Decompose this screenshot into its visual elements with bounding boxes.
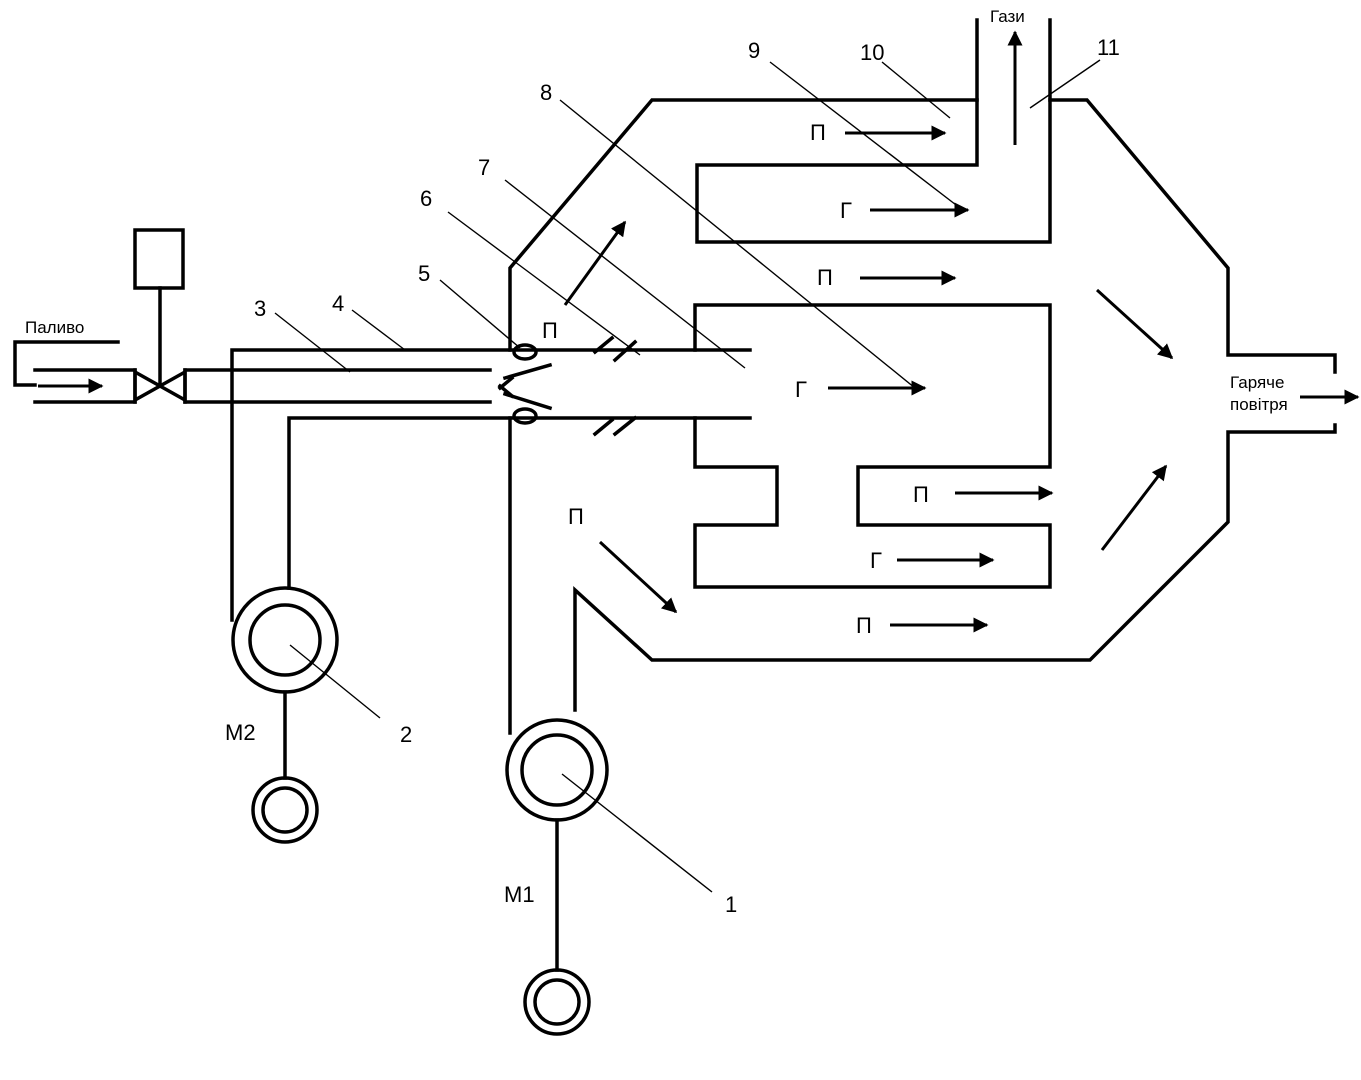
label-hot-air: Гаряче bbox=[1230, 373, 1285, 392]
callout-8: 8 bbox=[540, 80, 552, 105]
air-flow-letter: П bbox=[913, 482, 929, 507]
fuel-inlet bbox=[13, 340, 137, 404]
callout-9: 9 bbox=[748, 38, 760, 63]
air-supply-duct bbox=[183, 335, 752, 622]
combustion-chamber bbox=[693, 303, 1052, 589]
gas-flow-letter: Г bbox=[795, 377, 807, 402]
callout-3: 3 bbox=[254, 296, 266, 321]
fan-2 bbox=[231, 586, 339, 780]
air-flow-letter: П bbox=[856, 613, 872, 638]
air-flow-letter: П bbox=[810, 120, 826, 145]
label-fuel: Паливо bbox=[25, 318, 84, 337]
callout-5: 5 bbox=[418, 261, 430, 286]
gas-flow-letter: Г bbox=[840, 198, 852, 223]
callout-7: 7 bbox=[478, 155, 490, 180]
fan-1 bbox=[505, 718, 609, 972]
air-flow-letter: П bbox=[542, 318, 558, 343]
motor-2 bbox=[251, 776, 319, 844]
air-flow-letter: П bbox=[568, 504, 584, 529]
callout-2: 2 bbox=[400, 722, 412, 747]
fuel-valve bbox=[133, 228, 187, 404]
callout-1: 1 bbox=[725, 892, 737, 917]
label-motor-2: М2 bbox=[225, 720, 256, 745]
callout-10: 10 bbox=[860, 40, 884, 65]
air-flow-letter: П bbox=[817, 265, 833, 290]
label-gases: Гази bbox=[990, 7, 1025, 26]
label-motor-1: М1 bbox=[504, 882, 535, 907]
gas-flow-letter: Г bbox=[870, 548, 882, 573]
callout-11: 11 bbox=[1097, 35, 1120, 60]
leader-lines bbox=[274, 59, 1101, 893]
label-hot-air-2: повітря bbox=[1230, 395, 1288, 414]
callout-6: 6 bbox=[420, 186, 432, 211]
motor-1 bbox=[523, 968, 591, 1036]
callout-4: 4 bbox=[332, 291, 344, 316]
flow-arrows bbox=[563, 30, 1174, 633]
outer-casing bbox=[508, 18, 1337, 735]
